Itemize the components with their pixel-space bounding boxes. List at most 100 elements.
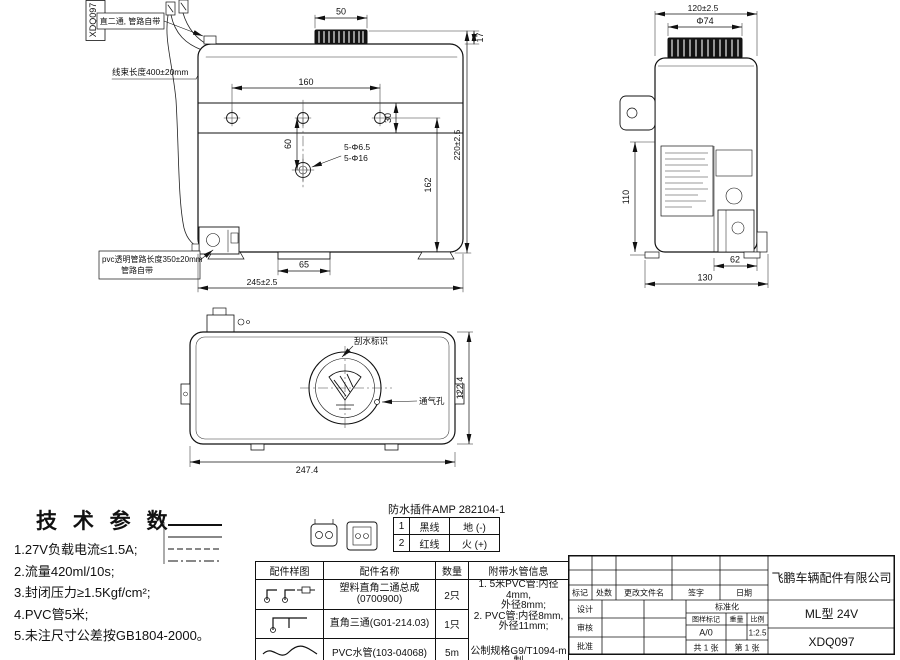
standardization-label: 标准化 (715, 602, 739, 612)
parts-row: PVC水管(103-04068) 5m (255, 638, 569, 660)
check-label: 审核 (577, 623, 593, 633)
part-sample-cell (255, 579, 324, 610)
dim-total-height: 220±2.5 (452, 129, 462, 160)
design-label: 设计 (577, 604, 593, 614)
front-dimensions: 50 17 160 30 60 5-Φ6.5 5-Φ16 162 (197, 7, 485, 293)
connector-pin-table: 1 黑线 地 (-) 2 红线 火 (+) (393, 517, 500, 552)
tech-params-title: 技 术 参 数 (36, 510, 173, 533)
corner-stamp-text: XDQ097 (88, 3, 98, 38)
dim-hole-spacing: 160 (298, 77, 313, 87)
tech-param-item: 2.流量420ml/10s; (14, 563, 115, 579)
dim-base-depth: 130 (697, 273, 712, 283)
drawing-canvas: XDQ097 直二通, 管路自带 线束长度400±20mm (85, 0, 769, 475)
rev-header-date: 日期 (736, 589, 752, 598)
front-view: XDQ097 直二通, 管路自带 线束长度400±20mm (85, 0, 485, 293)
line-legend (163, 522, 222, 564)
wiper-symbol-icon (328, 370, 362, 410)
connector-title: 防水插件AMP 282104-1 (388, 504, 506, 516)
part-name-cell: PVC水管(103-04068) (323, 638, 436, 660)
inlet-fitting (203, 35, 217, 45)
pin-use: 火 (+) (449, 534, 500, 552)
tank-body-front (197, 43, 464, 253)
vent-hole (374, 399, 380, 405)
sheets-total: 共 1 张 (694, 644, 719, 653)
part-name-cell: 直角三通(G01-214.03) (323, 608, 436, 639)
weight-header: 重量 (730, 616, 744, 624)
company-name: 飞鹏车辆配件有限公司 (771, 570, 891, 585)
tech-param-item: 3.封闭压力≥1.5Kgf/cm²; (14, 585, 151, 600)
title-block: 标记 处数 更改文件名 签字 日期 设计 审核 批准 标准化 图样标记 重量 比… (568, 555, 895, 655)
scale-value: 1:2.5 (749, 629, 767, 638)
parts-header-qty: 数量 (435, 561, 469, 580)
hose-info-line: 公制规格G9/T1094-m制 (470, 645, 567, 660)
part-code: (0700900) (356, 594, 403, 606)
tech-param-item: 4.PVC管5米; (14, 606, 89, 622)
dim-pump-width: 62 (730, 255, 740, 265)
fitting-note-label: 直二通, 管路自带 (100, 16, 160, 26)
elbow-assembly-icon (263, 586, 315, 603)
part-qty: 5m (435, 638, 469, 660)
parts-table: 配件样图 配件名称 数量 附带水管信息 塑料直角二通总成 (0700900) 2… (255, 561, 569, 660)
dim-top-width: 247.4 (296, 465, 319, 475)
rev-header-sign: 签字 (688, 588, 704, 598)
approve-label: 批准 (577, 641, 593, 651)
hose-info-line: 1. 5米PVC管:内径4mm, (478, 579, 559, 601)
part-qty: 1只 (435, 608, 469, 639)
hose-info-line: 外径11mm; (498, 621, 549, 632)
pvc-note-line1: pvc透明管路长度350±20mm (102, 254, 203, 264)
dim-lower-height: 110 (621, 190, 631, 204)
sheet-number: 第 1 张 (735, 643, 760, 653)
parts-header-name: 配件名称 (323, 561, 436, 580)
elbow-tee-icon (269, 617, 307, 634)
wire-terminals (165, 0, 189, 16)
top-dimensions: 122.4 247.4 (189, 331, 473, 475)
filler-cap-front (314, 29, 368, 45)
pin-wire: 红线 (409, 534, 450, 552)
side-dimensions: 120±2.5 Φ74 110 62 130 (621, 3, 769, 288)
part-sample-cell (255, 638, 324, 660)
wiper-mark-label: 刮水标识 (354, 336, 388, 346)
tech-params-block: 技 术 参 数 1.27V负载电流≤1.5A; 2.流量420ml/10s; 3… (14, 505, 210, 647)
callout-holes-small: 5-Φ6.5 (344, 142, 370, 152)
parts-row: 塑料直角二通总成 (0700900) 2只 1. 5米PVC管:内径4mm, 外… (255, 579, 569, 660)
pvc-note-leader (199, 249, 214, 261)
pvc-note-box (98, 250, 201, 280)
parts-header-sample: 配件样图 (255, 561, 324, 580)
hose-info-line: 外径8mm; (501, 600, 546, 611)
parts-header-row: 配件样图 配件名称 数量 附带水管信息 (255, 561, 569, 580)
hose-icon (262, 645, 317, 656)
rev-header-mark: 标记 (572, 588, 588, 598)
drawing-number: XDQ097 (808, 635, 854, 649)
dim-cap-width: 50 (336, 7, 346, 17)
dim-top-height: 122.4 (455, 377, 465, 400)
top-neck-fitting (206, 307, 250, 333)
parts-header-info: 附带水管信息 (468, 561, 569, 580)
pin-number: 2 (393, 534, 410, 552)
mounting-tabs-top (180, 383, 465, 451)
rev-header-file: 更改文件名 (624, 588, 664, 598)
dim-depth: 120±2.5 (688, 3, 719, 13)
harness-note-label: 线束长度400±20mm (112, 67, 188, 77)
dim-total-width: 245±2.5 (247, 277, 278, 287)
product-label-sticker (660, 145, 714, 217)
side-pump-internals (644, 146, 768, 259)
feet-front (207, 251, 455, 260)
part-name-cell: 塑料直角二通总成 (0700900) (323, 579, 436, 610)
part-qty: 2只 (435, 579, 469, 610)
part-name: PVC水管(103-04068) (331, 647, 428, 659)
tech-param-item: 1.27V负载电流≤1.5A; (14, 542, 138, 557)
part-sample-cell (255, 608, 324, 639)
hose-info-cell: 1. 5米PVC管:内径4mm, 外径8mm; 2. PVC管:内径8mm, 外… (468, 579, 569, 660)
mark-value: A/0 (699, 628, 713, 638)
fitting-note-leader (163, 20, 204, 37)
pvc-note-line2: 管路自带 (121, 265, 153, 275)
callout-holes-big: 5-Φ16 (344, 153, 368, 163)
rev-header-count: 处数 (596, 588, 612, 598)
pin-number: 1 (393, 517, 410, 535)
part-name: 塑料直角二通总成 (339, 583, 420, 595)
tech-param-item: 5.未注尺寸公差按GB1804-2000。 (14, 628, 210, 643)
side-bracket (619, 95, 656, 131)
dim-inner-height: 162 (423, 177, 433, 192)
model-name: ML型 24V (805, 607, 858, 621)
bottom-drain (277, 251, 331, 260)
